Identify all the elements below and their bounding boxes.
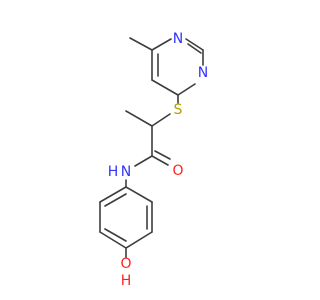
bond-ph-1: [125, 186, 153, 203]
atom-o-hydroxyl: O: [120, 256, 131, 272]
bond-ph-3: [125, 231, 153, 249]
bond-carbonyl-n: [134, 155, 153, 167]
atom-n-ring-right: N: [198, 65, 208, 81]
bond-ph-4-inner: [104, 228, 127, 242]
atom-n-ring-top: N: [173, 31, 183, 47]
bond-methyl: [129, 37, 153, 51]
bond-s-ch: [151, 113, 171, 127]
structure-svg: N N S N H O O H: [99, 31, 209, 289]
bond-ring-c4-c5: [151, 79, 179, 96]
molecule-diagram: N N S N H O O H: [99, 31, 209, 289]
bond-ring-n1-c2: [185, 38, 204, 51]
atom-s-thioether: S: [174, 102, 183, 118]
bond-ring-n3-c4: [177, 83, 196, 96]
atom-n-amide: N: [121, 164, 131, 180]
bond-ph-6: [99, 186, 127, 203]
atom-o-carbonyl: O: [172, 163, 183, 179]
bond-ring-n1-c2-inner: [187, 43, 202, 54]
bond-ph-4: [99, 231, 127, 249]
bond-ch-methyl: [125, 110, 153, 127]
atom-labels: N N S N H O O H: [108, 31, 209, 289]
bond-ph-6-inner: [104, 193, 127, 207]
bonds: [99, 37, 204, 259]
bond-carbonyl-o: [151, 155, 169, 166]
atom-h-amide: H: [108, 164, 119, 180]
atom-h-hydroxyl: H: [121, 273, 132, 289]
bond-ring-c6-n1: [151, 38, 172, 51]
bond-carbonyl-o-2: [154, 150, 171, 160]
